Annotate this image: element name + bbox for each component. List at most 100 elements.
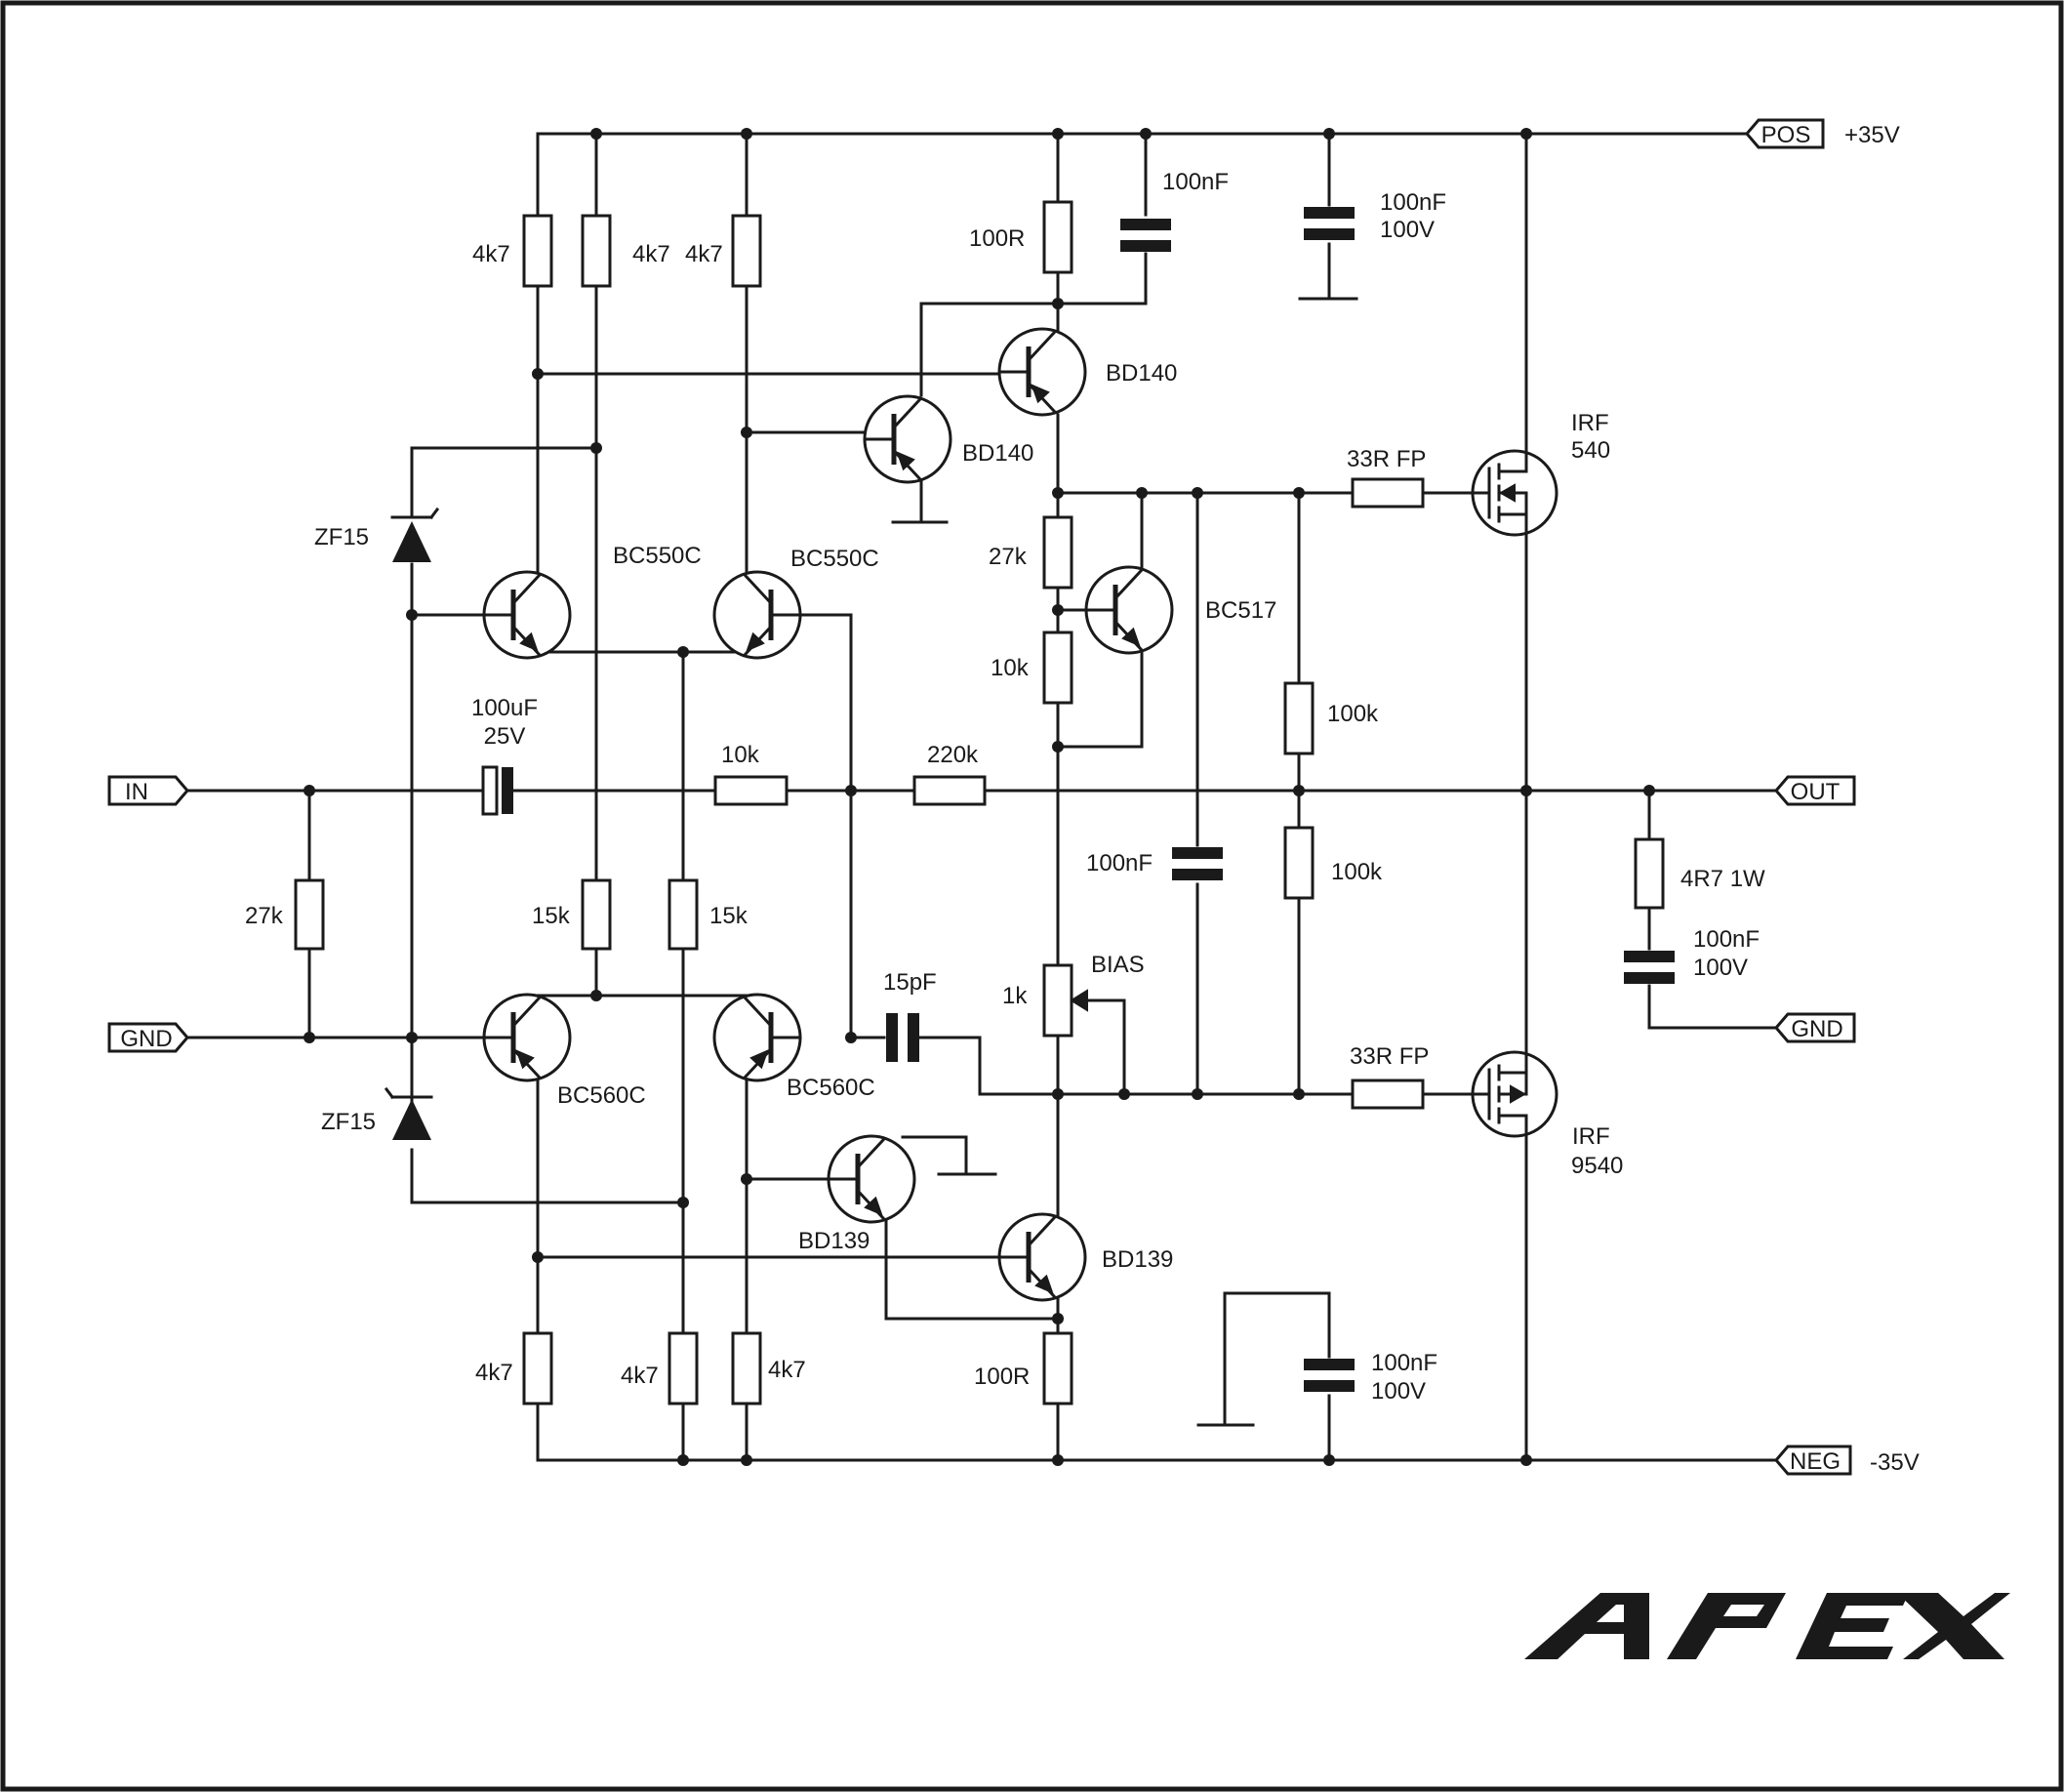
junction-dot — [406, 1032, 418, 1043]
junction-dot — [845, 1032, 857, 1043]
junction-dot — [1323, 128, 1335, 140]
electrolytic-capacitor-plate — [502, 767, 513, 814]
resistor-bodies — [294, 200, 1665, 1405]
transistor-bd140-small — [863, 394, 952, 484]
port-out: OUT — [1774, 775, 1856, 806]
label-4k7-f: 4k7 — [768, 1357, 806, 1383]
junction-dot — [1323, 1454, 1335, 1466]
transistor-bc550c-left — [482, 570, 572, 660]
label-zobel-a: 100nF — [1693, 926, 1760, 953]
apex-logo — [1524, 1593, 2010, 1659]
mosfet-irf540 — [1471, 449, 1558, 537]
label-10k-fb: 10k — [721, 742, 760, 768]
transistor-bd140-big — [997, 327, 1087, 417]
label-bc560c-a: BC560C — [557, 1082, 646, 1109]
transistor-symbols — [482, 327, 1174, 1302]
junction-dot — [677, 646, 689, 658]
port-gnd-left: GND — [107, 1022, 189, 1053]
junction-dot — [1052, 1088, 1064, 1100]
label-100nf-100v-top-a: 100nF — [1380, 189, 1446, 216]
pos-voltage-label: +35V — [1844, 122, 1900, 148]
label-33r-top: 33R FP — [1347, 446, 1426, 472]
label-bd140-b: BD140 — [962, 440, 1033, 467]
label-bd140-a: BD140 — [1106, 360, 1177, 387]
label-27k-vbe: 27k — [989, 544, 1028, 570]
label-4k7-d: 4k7 — [475, 1360, 513, 1386]
wiring — [185, 132, 1778, 1462]
label-irf540-a: IRF — [1571, 410, 1609, 436]
port-gnd-left-label: GND — [120, 1026, 172, 1052]
junction-dot — [1052, 128, 1064, 140]
label-irf9540-a: IRF — [1572, 1123, 1610, 1150]
capacitor-plates — [886, 207, 1675, 1392]
label-15k-b: 15k — [709, 903, 749, 929]
port-neg: NEG — [1774, 1445, 1852, 1476]
label-100k-a: 100k — [1327, 701, 1379, 727]
label-bc560c-b: BC560C — [787, 1075, 875, 1101]
neg-voltage-label: -35V — [1870, 1449, 1920, 1476]
junction-dot — [590, 990, 602, 1001]
junction-dot — [1192, 1088, 1203, 1100]
junction-dot — [1140, 128, 1152, 140]
junction-dot — [1643, 785, 1655, 796]
junction-dot — [1052, 1454, 1064, 1466]
port-pos: POS — [1745, 118, 1825, 149]
junction-dot — [1052, 487, 1064, 499]
label-100nf-100v-bot-a: 100nF — [1371, 1350, 1437, 1376]
label-4k7-a: 4k7 — [472, 241, 510, 267]
junction-dot — [1118, 1088, 1130, 1100]
transistor-bc560c-right — [712, 993, 802, 1082]
transistor-bc560c-left — [482, 993, 572, 1082]
junction-dot — [741, 1173, 752, 1185]
label-irf540-b: 540 — [1571, 437, 1610, 464]
junction-dot — [677, 1197, 689, 1208]
label-4r7: 4R7 1W — [1680, 866, 1765, 892]
label-4k7-e: 4k7 — [621, 1363, 659, 1389]
junction-dot — [1136, 487, 1148, 499]
port-neg-label: NEG — [1790, 1448, 1841, 1475]
junction-dot — [845, 785, 857, 796]
mosfet-irf9540 — [1471, 1050, 1558, 1138]
junction-dot — [1192, 487, 1203, 499]
label-zf15-bot: ZF15 — [321, 1109, 376, 1135]
junction-dot — [590, 128, 602, 140]
label-100nf-mid: 100nF — [1086, 850, 1153, 876]
zener-diode-bottom — [384, 1086, 433, 1140]
label-bd139-a: BD139 — [798, 1228, 870, 1254]
label-4k7-b: 4k7 — [632, 241, 670, 267]
bias-wiper-arrow — [1070, 989, 1088, 1012]
junction-dot — [304, 1032, 315, 1043]
transistor-bc517 — [1084, 565, 1174, 655]
label-100k-b: 100k — [1331, 859, 1383, 885]
label-bias: BIAS — [1091, 952, 1145, 978]
junction-dot — [532, 1251, 544, 1263]
port-gnd-right: GND — [1774, 1012, 1856, 1043]
port-in-label: IN — [125, 779, 148, 805]
label-15k-a: 15k — [532, 903, 571, 929]
junction-dot — [1052, 298, 1064, 309]
transistor-bd139-big — [997, 1212, 1087, 1302]
label-33r-bot: 33R FP — [1350, 1043, 1429, 1070]
junction-dot — [1520, 785, 1532, 796]
label-10k-vbe: 10k — [991, 655, 1030, 681]
junction-dots — [304, 128, 1655, 1466]
label-bc517: BC517 — [1205, 597, 1276, 624]
label-zf15-top: ZF15 — [314, 524, 369, 550]
port-pos-label: POS — [1761, 122, 1811, 148]
junction-dot — [1293, 785, 1305, 796]
junction-dot — [741, 427, 752, 438]
junction-dot — [1293, 487, 1305, 499]
junction-dot — [1293, 1088, 1305, 1100]
port-gnd-right-label: GND — [1791, 1016, 1842, 1042]
zener-diode-top — [390, 507, 440, 562]
label-1k-bias: 1k — [1002, 983, 1028, 1009]
label-100uf-b: 25V — [484, 723, 526, 750]
label-irf9540-b: 9540 — [1571, 1153, 1623, 1179]
label-100uf-a: 100uF — [471, 695, 538, 721]
label-bc550c-a: BC550C — [613, 543, 702, 569]
junction-dot — [304, 785, 315, 796]
label-4k7-c: 4k7 — [685, 241, 723, 267]
junction-dot — [741, 1454, 752, 1466]
electrolytic-capacitor-body — [481, 765, 499, 816]
